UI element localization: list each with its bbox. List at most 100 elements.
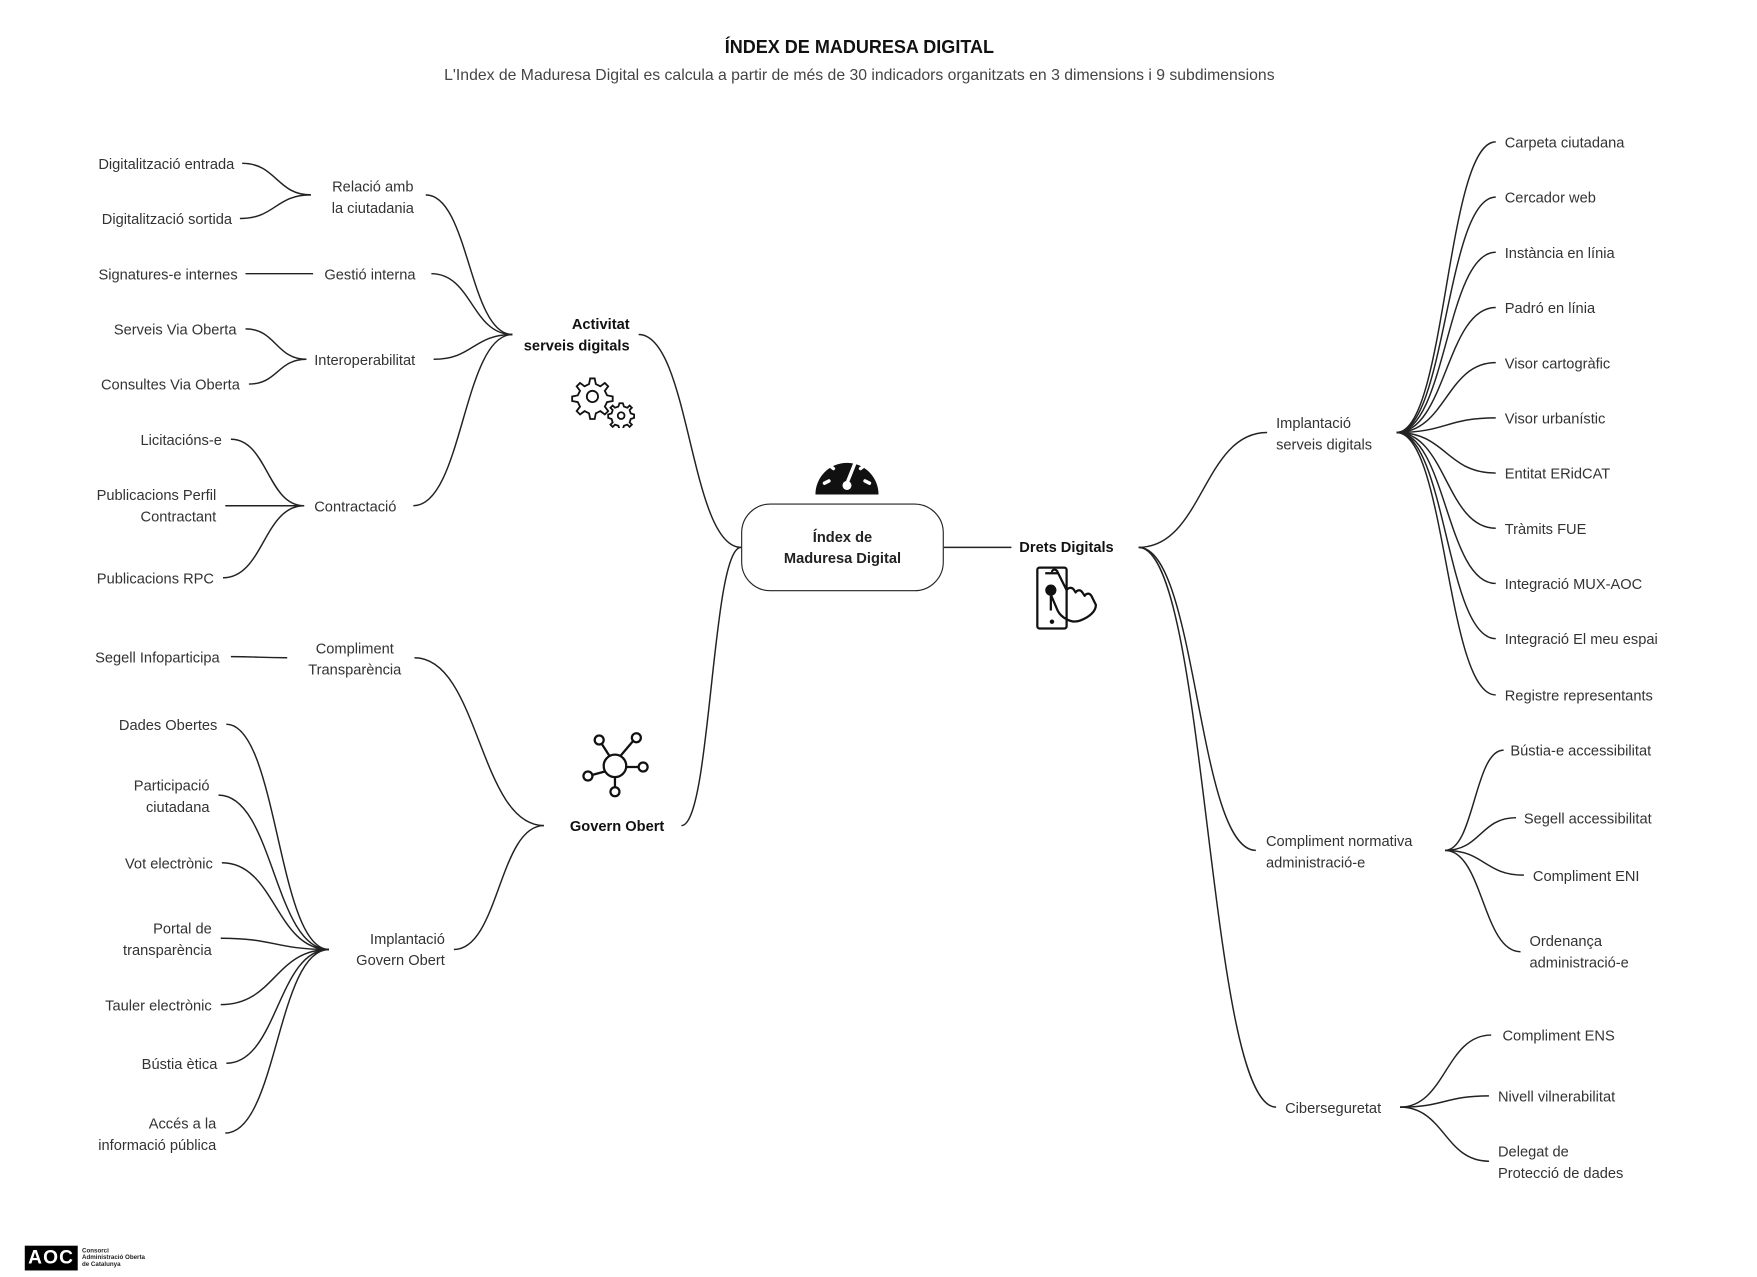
connector-line xyxy=(425,194,513,336)
connector-line xyxy=(218,794,329,951)
leaf-delegat-proteccio-dades[interactable]: Delegat de Protecció de dades xyxy=(1497,1143,1624,1182)
leaf-bustia-etica[interactable]: Bústia ètica xyxy=(141,1055,218,1073)
leaf-entitat-eridcat[interactable]: Entitat ERidCAT xyxy=(1504,465,1611,483)
node-gestio-interna[interactable]: Gestió interna xyxy=(324,265,416,283)
node-drets-digitals[interactable]: Drets Digitals xyxy=(1019,538,1114,556)
connector-line xyxy=(220,937,329,951)
node-ciberseguretat[interactable]: Ciberseguretat xyxy=(1285,1099,1382,1117)
connector-line xyxy=(1445,816,1517,852)
node-implantacio-serveis-digitals[interactable]: Implantació serveis digitals xyxy=(1276,414,1373,453)
leaf-dades-obertes[interactable]: Dades Obertes xyxy=(118,716,218,734)
leaf-compliment-eni[interactable]: Compliment ENI xyxy=(1532,867,1640,885)
connector-line xyxy=(248,358,307,385)
leaf-carpeta-ciutadana[interactable]: Carpeta ciutadana xyxy=(1504,134,1625,151)
connector-line xyxy=(1396,431,1496,640)
leaf-portal-transparencia[interactable]: Portal de transparència xyxy=(123,920,212,959)
network-icon xyxy=(582,732,649,798)
connector-line xyxy=(1138,546,1277,1108)
leaf-segell-infoparticipa[interactable]: Segell Infoparticipa xyxy=(95,648,220,666)
leaf-signatures-e-internes[interactable]: Signatures-e internes xyxy=(98,265,238,283)
connector-line xyxy=(1138,546,1256,852)
connector-line xyxy=(1445,849,1524,876)
connector-line xyxy=(1396,141,1496,434)
connector-line xyxy=(221,862,329,951)
leaf-bustia-e-accessibilitat[interactable]: Bústia-e accessibilitat xyxy=(1510,742,1652,760)
connector-line xyxy=(242,162,311,196)
leaf-serveis-via-oberta[interactable]: Serveis Via Oberta xyxy=(113,320,237,338)
leaf-publicacions-perfil-contractant[interactable]: Publicacions Perfil Contractant xyxy=(96,486,217,525)
leaf-integracio-mux-aoc[interactable]: Integració MUX-AOC xyxy=(1504,575,1643,593)
connector-line xyxy=(1396,417,1496,434)
connector-line xyxy=(1396,431,1496,585)
connector-line xyxy=(1396,251,1496,434)
node-activitat-serveis-digitals[interactable]: Activitat serveis digitals xyxy=(523,315,630,354)
leaf-acces-informacio-publica[interactable]: Accés a la informació pública xyxy=(98,1115,217,1154)
node-compliment-normativa[interactable]: Compliment normativa administració-e xyxy=(1265,832,1413,871)
connector-line xyxy=(1396,431,1496,529)
connector-line xyxy=(1396,196,1496,434)
phone-touch-icon xyxy=(1036,566,1098,630)
connector-line xyxy=(1399,1095,1489,1108)
leaf-digitalitzacio-sortida[interactable]: Digitalització sortida xyxy=(101,210,233,228)
page-subtitle: L'Index de Maduresa Digital es calcula a… xyxy=(444,65,1275,84)
connector-line xyxy=(220,948,329,1006)
connector-line xyxy=(1396,431,1496,696)
gears-icon xyxy=(571,377,636,428)
leaf-padro-en-linia[interactable]: Padró en línia xyxy=(1504,299,1596,317)
connector-line xyxy=(225,948,329,1134)
connector-line xyxy=(223,504,305,579)
leaf-vot-electronic[interactable]: Vot electrònic xyxy=(124,854,213,872)
aoc-logo-text: Consorci Administració Oberta de Catalun… xyxy=(81,1247,145,1269)
connector-line xyxy=(1396,361,1496,434)
connector-line xyxy=(453,824,545,951)
connector-line xyxy=(1444,749,1504,852)
connector-line xyxy=(638,333,742,549)
node-interoperabilitat[interactable]: Interoperabilitat xyxy=(314,351,416,369)
connector-line xyxy=(1399,1106,1489,1162)
connector-line xyxy=(1138,431,1268,549)
connector-line xyxy=(433,333,513,361)
aoc-logo: AOC Consorci Administració Oberta de Cat… xyxy=(24,1245,145,1271)
leaf-tauler-electronic[interactable]: Tauler electrònic xyxy=(105,996,212,1014)
connector-line xyxy=(230,438,305,507)
node-govern-obert[interactable]: Govern Obert xyxy=(569,817,665,835)
connector-line xyxy=(1396,306,1496,434)
connector-line xyxy=(245,328,307,361)
leaf-publicacions-rpc[interactable]: Publicacions RPC xyxy=(96,569,214,587)
leaf-segell-accessibilitat[interactable]: Segell accessibilitat xyxy=(1523,809,1652,827)
leaf-cercador-web[interactable]: Cercador web xyxy=(1504,189,1596,207)
connector-line xyxy=(226,948,329,1064)
leaf-participacio-ciutadana[interactable]: Participació ciutadana xyxy=(133,777,210,816)
connector-line xyxy=(413,333,513,507)
node-relacio-ciutadania[interactable]: Relació amb la ciutadania xyxy=(331,177,414,217)
node-contractacio[interactable]: Contractació xyxy=(314,497,397,515)
connector-line xyxy=(239,194,311,220)
connector-line xyxy=(226,723,329,951)
leaf-integracio-el-meu-espai[interactable]: Integració El meu espai xyxy=(1504,630,1658,648)
leaf-ordenanca-administracio-e[interactable]: Ordenança administració-e xyxy=(1529,932,1629,971)
leaf-instancia-en-linia[interactable]: Instància en línia xyxy=(1504,244,1615,262)
connector-line xyxy=(431,272,513,336)
leaf-tramits-fue[interactable]: Tràmits FUE xyxy=(1504,520,1587,538)
connector-line xyxy=(1399,1034,1492,1108)
node-implantacio-govern-obert[interactable]: Implantació Govern Obert xyxy=(356,930,445,969)
leaf-consultes-via-oberta[interactable]: Consultes Via Oberta xyxy=(100,376,240,394)
leaf-digitalitzacio-entrada[interactable]: Digitalització entrada xyxy=(98,155,235,173)
central-node[interactable]: Índex de Maduresa Digital xyxy=(741,503,944,592)
leaf-licitacions-e[interactable]: Licitacións-e xyxy=(140,431,222,449)
speedometer-icon xyxy=(815,452,879,495)
page-title: ÍNDEX DE MADURESA DIGITAL xyxy=(724,38,995,58)
leaf-compliment-ens[interactable]: Compliment ENS xyxy=(1502,1027,1615,1045)
connector-line xyxy=(1445,849,1521,953)
connector-line xyxy=(414,657,545,827)
connector-line xyxy=(230,655,288,659)
leaf-nivell-vilnerabilitat[interactable]: Nivell vilnerabilitat xyxy=(1497,1088,1616,1105)
connector-line xyxy=(681,546,742,827)
leaf-visor-urbanistic[interactable]: Visor urbanístic xyxy=(1504,409,1606,427)
leaf-registre-representants[interactable]: Registre representants xyxy=(1504,687,1653,704)
connector-line xyxy=(1396,431,1496,474)
node-compliment-transparencia[interactable]: Compliment Transparència xyxy=(308,639,402,679)
leaf-visor-cartografic[interactable]: Visor cartogràfic xyxy=(1504,354,1611,372)
